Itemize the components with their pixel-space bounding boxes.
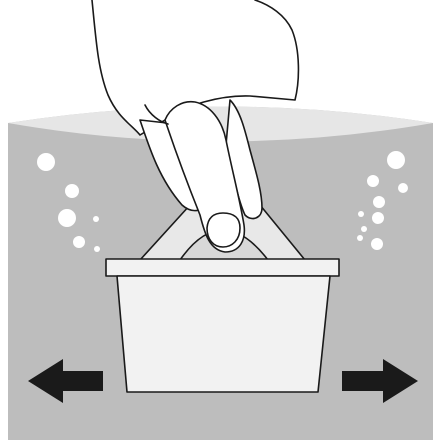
hand-fingernail [207, 213, 240, 247]
bubble-icon [94, 246, 100, 252]
bubble-icon [357, 235, 363, 241]
bubble-icon [37, 153, 55, 171]
bubble-icon [372, 212, 384, 224]
bubble-icon [361, 226, 367, 232]
cartridge-body [117, 276, 330, 392]
bubble-icon [387, 151, 405, 169]
bubble-icon [358, 211, 364, 217]
bubble-icon [367, 175, 379, 187]
bubble-icon [373, 196, 385, 208]
bubble-icon [58, 209, 76, 227]
bubble-icon [398, 183, 408, 193]
bubble-icon [371, 238, 383, 250]
bubble-icon [73, 236, 85, 248]
bubble-icon [93, 216, 99, 222]
bubble-icon [65, 184, 79, 198]
cartridge-rim [106, 259, 339, 276]
